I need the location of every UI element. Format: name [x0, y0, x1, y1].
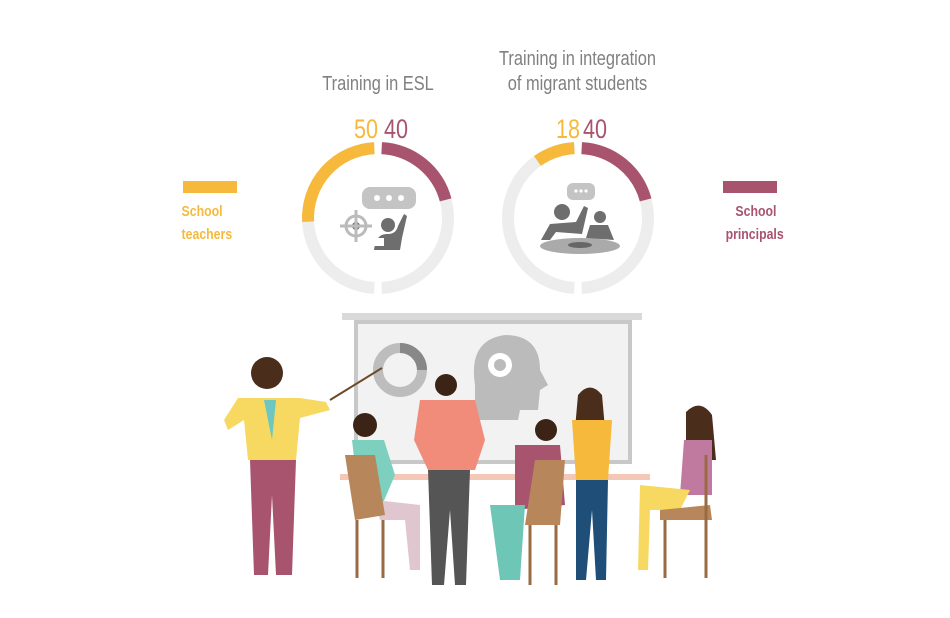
classroom-illustration — [224, 313, 716, 585]
legend-line: teachers — [181, 226, 233, 243]
legend-teachers-label: School teachers — [182, 200, 233, 246]
title-line: of migrant students — [507, 73, 648, 95]
projector-screen-rail — [342, 313, 642, 320]
teachers-arc — [533, 142, 575, 166]
student-seated-1 — [345, 413, 420, 578]
table — [340, 474, 650, 480]
student-seated-2 — [490, 419, 565, 585]
legend-line: School — [735, 203, 777, 220]
donut-track-right — [381, 142, 454, 294]
student-seated-3 — [638, 405, 716, 578]
team-highfive-icon — [540, 183, 620, 254]
presenter — [224, 357, 383, 575]
student-standing-woman — [572, 387, 612, 580]
legend-teachers-swatch — [183, 181, 237, 193]
legend-line: principals — [725, 226, 784, 243]
title-line: Training in integration — [498, 48, 657, 70]
legend-principals-swatch — [723, 181, 777, 193]
teachers-arc — [302, 142, 375, 222]
integration-teachers-value: 18 — [556, 114, 581, 144]
target-presenter-icon — [340, 187, 416, 250]
esl-principals-value: 40 — [384, 114, 409, 144]
legend-line: School — [181, 203, 223, 220]
integration-principals-value: 40 — [583, 114, 608, 144]
chart-title-integration: Training in integration of migrant stude… — [489, 47, 665, 97]
donut-track-left — [302, 142, 375, 294]
student-standing-man — [414, 374, 485, 585]
chart-title-esl: Training in ESL — [322, 73, 434, 95]
esl-teachers-value: 50 — [354, 114, 379, 144]
legend-principals-label: School principals — [725, 200, 784, 246]
principals-arc — [381, 142, 452, 202]
principals-arc — [581, 142, 652, 202]
donut-track-right — [581, 142, 654, 294]
donut-charts — [302, 142, 654, 294]
